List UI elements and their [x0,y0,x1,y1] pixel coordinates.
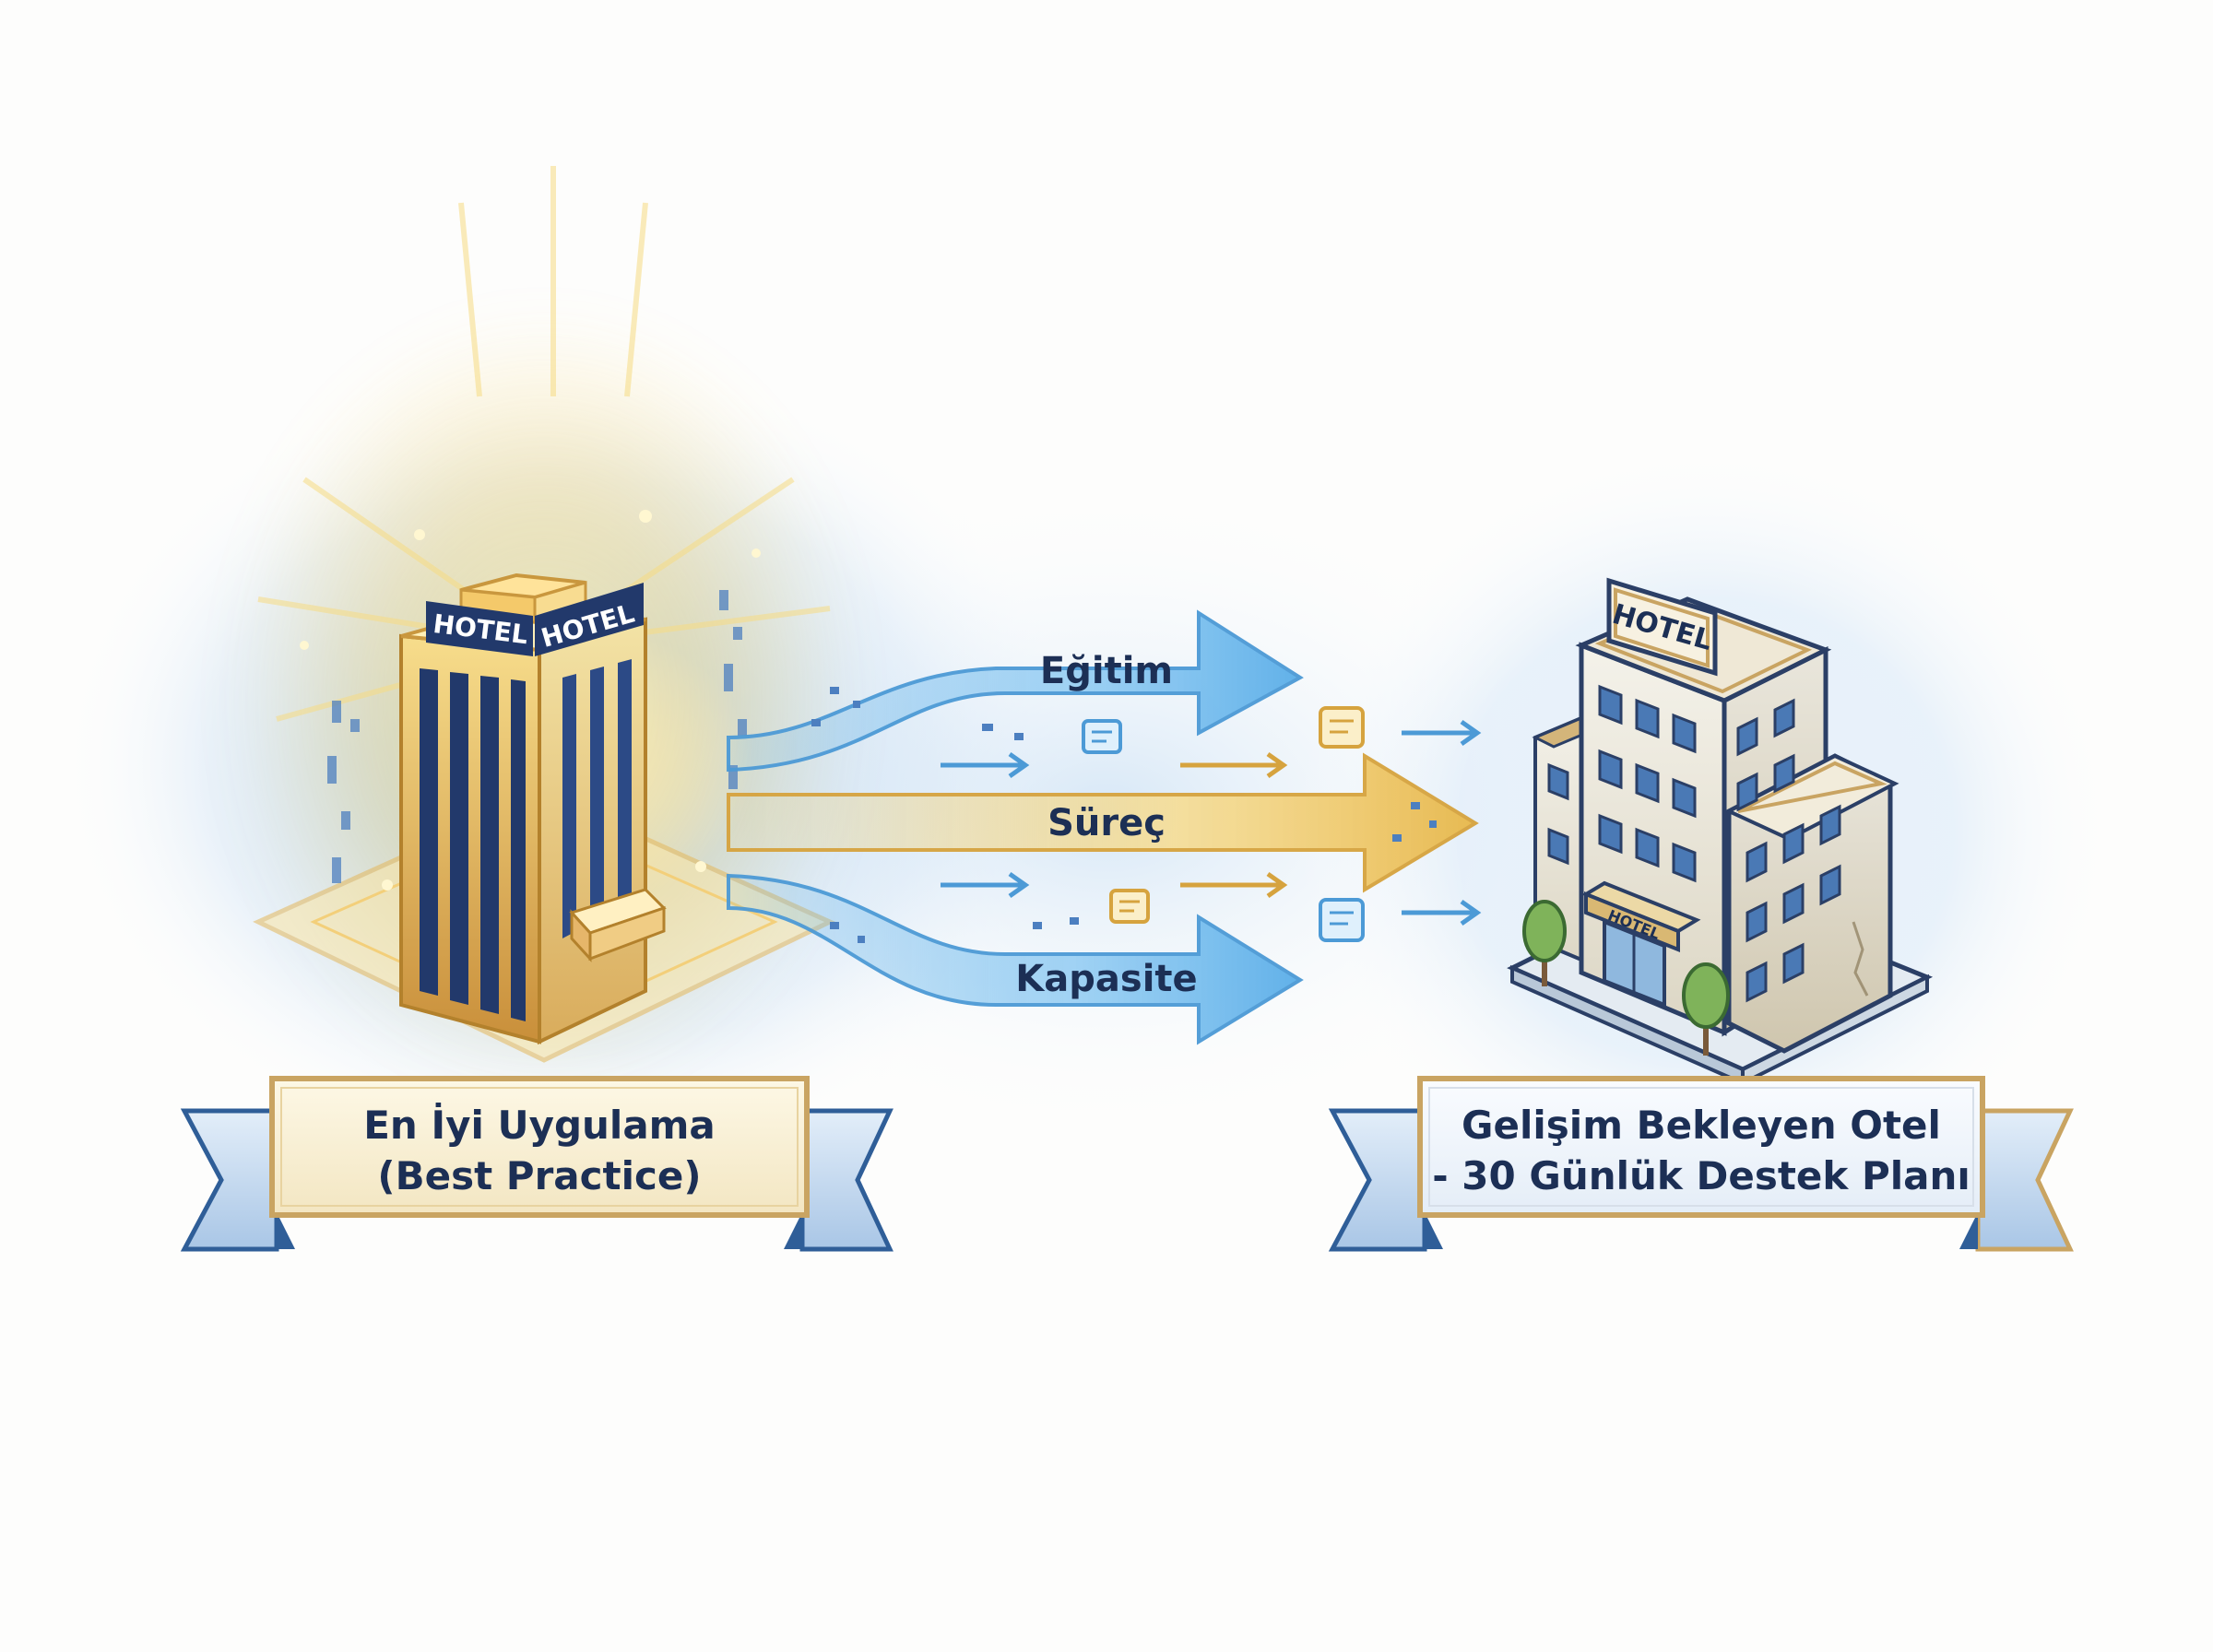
data-particles [327,590,747,883]
flow-arrow-surec [727,752,1479,893]
windows-left-wing [1547,762,1569,866]
knowledge-flows: Eğitim Süreç Kapasite [727,609,1482,1045]
flow-label-surec: Süreç [1047,802,1166,844]
flow-arrow-kapasite [727,873,1304,1045]
windows-wing [1746,804,1841,1003]
banner-right-line1: Gelişim Bekleyen Otel [1462,1103,1941,1148]
banner-best-practice: En İyi Uygulama (Best Practice) [180,1076,893,1252]
tower-windows-front [420,668,526,1021]
small-arrows [941,719,1482,926]
tree-left-icon [1522,900,1567,986]
document-icon-gold-2 [1109,889,1150,924]
document-icon-blue-2 [1319,898,1365,942]
best-practice-hotel: HOTEL HOTEL [231,166,858,1088]
developing-hotel: HOTEL [1507,577,1934,1087]
document-icon-gold-1 [1319,706,1365,749]
banner-left-line1: En İyi Uygulama [363,1102,716,1148]
flow-label-egitim: Eğitim [1040,650,1173,692]
flow-label-kapasite: Kapasite [1015,958,1197,1000]
tree-right-icon [1682,962,1730,1056]
banner-left-line2: (Best Practice) [377,1153,701,1198]
document-icon-blue-1 [1082,719,1122,754]
windows-side [1736,698,1795,812]
flow-dots [811,687,1437,943]
flow-arrow-egitim [727,609,1304,773]
sparkles [300,510,761,891]
windows-front [1598,684,1697,883]
banner-right-line2: - 30 Günlük Destek Planı [1432,1153,1970,1198]
banner-developing-hotel: Gelişim Bekleyen Otel - 30 Günlük Destek… [1328,1076,2074,1252]
tower-windows-side [562,659,632,938]
